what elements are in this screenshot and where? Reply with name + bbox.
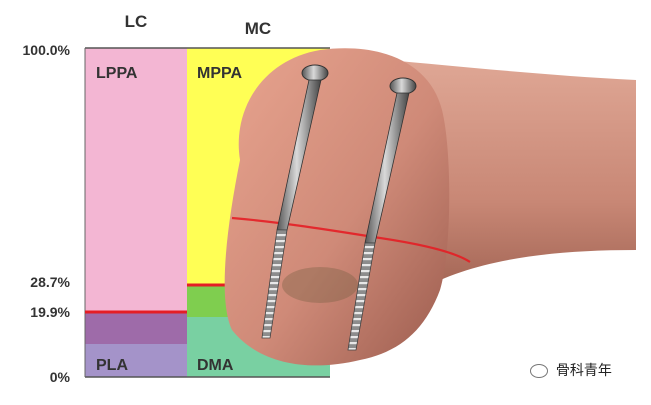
screw-1	[261, 64, 329, 339]
screw-2-head	[389, 77, 417, 95]
wechat-icon	[530, 364, 548, 379]
lc-header: LC	[125, 12, 148, 31]
screw-1-head	[301, 64, 329, 82]
mc-header: MC	[245, 19, 271, 38]
tick-19-9: 19.9%	[30, 304, 70, 320]
pla-upper-band	[85, 312, 187, 344]
bone-condyle	[224, 48, 450, 366]
tick-28-7: 28.7%	[30, 274, 70, 290]
screw-2-thread	[347, 242, 376, 351]
tick-0: 0%	[50, 369, 71, 385]
pla-label: PLA	[96, 357, 128, 374]
lppa-region	[85, 48, 187, 312]
lppa-label: LPPA	[96, 65, 138, 82]
dma-label: DMA	[197, 357, 234, 374]
screw-1-thread	[261, 229, 288, 339]
watermark: 骨科青年	[530, 360, 612, 380]
watermark-text: 骨科青年	[555, 362, 612, 378]
tick-100: 100.0%	[23, 42, 71, 58]
screw-2	[347, 77, 417, 351]
mppa-label: MPPA	[197, 65, 242, 82]
bruise-shading	[282, 267, 358, 303]
pla-region	[85, 344, 187, 377]
